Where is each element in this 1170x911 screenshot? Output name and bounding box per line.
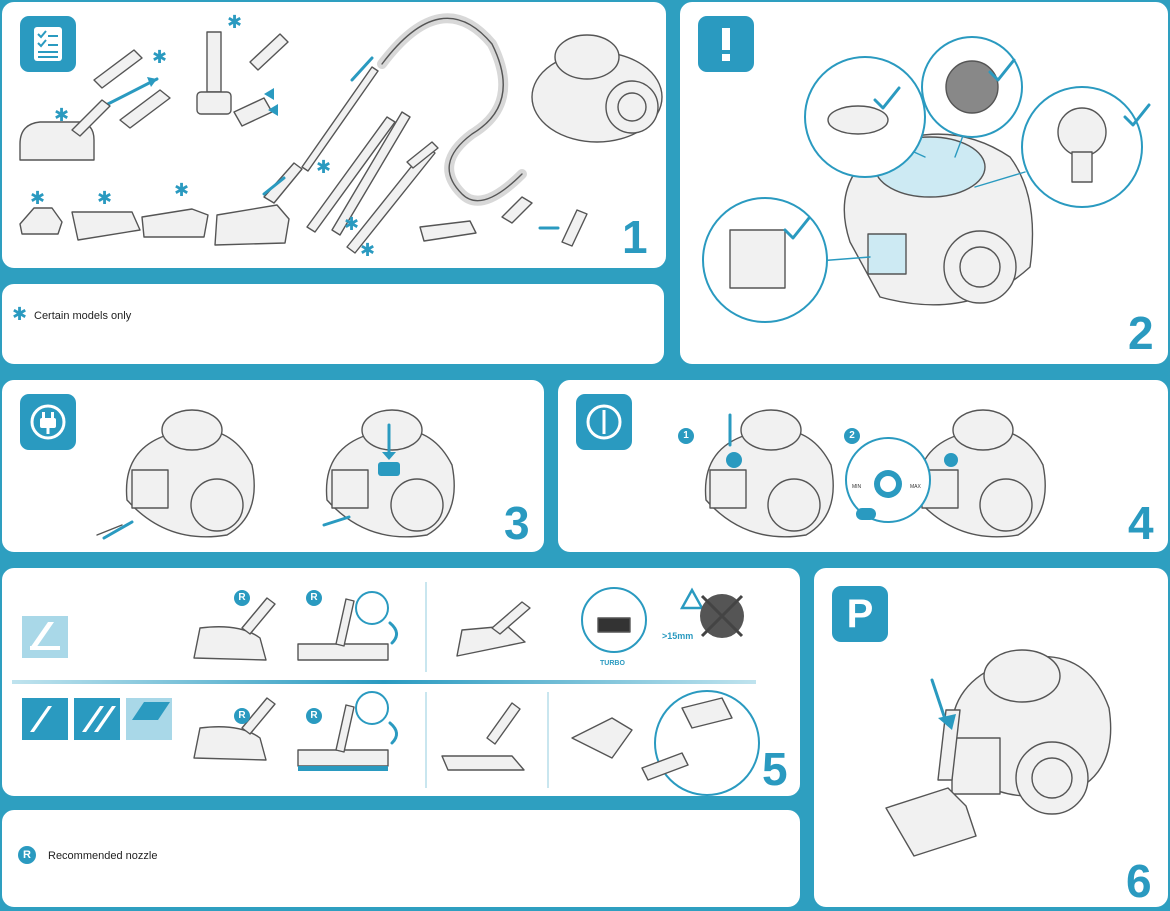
recommended-badge: R (234, 590, 250, 606)
step-number-6: 6 (1126, 855, 1152, 907)
floor-type-illustration (22, 587, 760, 796)
plug-in-illustration (96, 409, 455, 540)
accessories-illustration (19, 13, 663, 254)
vacuum-power-regulator (845, 409, 1046, 538)
panel-step-6-parking: P 6 (812, 566, 1170, 909)
asterisk-marker: ✱ (54, 105, 70, 125)
min-label: MIN (852, 484, 862, 490)
vacuum-parked (885, 649, 1112, 857)
nozzles-row (19, 162, 303, 246)
tubes (301, 66, 439, 254)
power-illustration (704, 409, 1046, 538)
vacuum-cleaner-body (531, 34, 663, 143)
recommended-icon: R (18, 846, 36, 864)
asterisk-marker: ✱ (227, 12, 243, 32)
step-number-1: 1 (622, 211, 648, 263)
recommended-badge: R (306, 590, 322, 606)
step-number-3: 3 (504, 497, 530, 549)
asterisk-icon: ✱ (12, 304, 28, 324)
asterisk-marker: ✱ (360, 240, 376, 260)
recommended-badge: R (306, 708, 322, 724)
parking-illustration (885, 649, 1112, 857)
sub-step-1-marker: 1 (678, 428, 694, 444)
asterisk-marker: ✱ (316, 157, 332, 177)
max-label: MAX (910, 484, 921, 490)
carpet-icon (22, 616, 68, 658)
step-number-5: 5 (762, 743, 788, 795)
panel-step-2-filters: 2 (678, 0, 1170, 366)
vacuum-cord-rewind (322, 409, 455, 538)
asterisk-marker: ✱ (152, 47, 168, 67)
note-panel-recommended-nozzle: R Recommended nozzle (0, 808, 802, 909)
dusting-brush-tool (93, 49, 171, 129)
asterisk-marker: ✱ (174, 180, 190, 200)
hard-floor-icons (22, 698, 172, 740)
row-divider (12, 680, 756, 684)
vacuum-power-button (704, 409, 834, 538)
exclamation-icon (698, 16, 754, 72)
panel-step-1-accessories: ✱ ✱ ✱ ✱ ✱ ✱ ✱ ✱ ✱ 1 (0, 0, 668, 270)
step-number-2: 2 (1128, 307, 1154, 359)
asterisk-marker: ✱ (97, 188, 113, 208)
panel-step-4-power: 1 2 MIN MAX 4 (556, 378, 1170, 554)
asterisk-marker: ✱ (344, 214, 360, 234)
telescopic-joint (196, 31, 289, 127)
step-number-4: 4 (1128, 497, 1154, 549)
column-divider (547, 692, 549, 788)
filters-illustration (702, 36, 1151, 323)
parking-icon: P (832, 586, 888, 642)
panel-step-5-nozzles: R R R R TURBO >15mm 5 (0, 566, 802, 798)
recommended-badge: R (234, 708, 250, 724)
note-panel-certain-models: ✱ Certain models only (0, 282, 666, 366)
checklist-icon (20, 16, 76, 72)
recommended-nozzle-note: Recommended nozzle (48, 850, 158, 862)
size-limit-label: >15mm (662, 631, 694, 641)
plug-icon (20, 394, 76, 450)
power-icon (576, 394, 632, 450)
asterisk-marker: ✱ (30, 188, 46, 208)
column-divider (425, 582, 427, 672)
vacuum-unwinding-cord (96, 409, 255, 540)
column-divider (425, 692, 427, 788)
turbo-label: TURBO (600, 660, 625, 667)
parking-label: P (846, 591, 874, 636)
panel-step-3-plug-in: 3 (0, 378, 546, 554)
certain-models-note: Certain models only (34, 310, 132, 322)
vacuum-cleaner-body (843, 133, 1034, 306)
sub-step-2-marker: 2 (844, 428, 860, 444)
turbo-brush-small (19, 99, 111, 161)
